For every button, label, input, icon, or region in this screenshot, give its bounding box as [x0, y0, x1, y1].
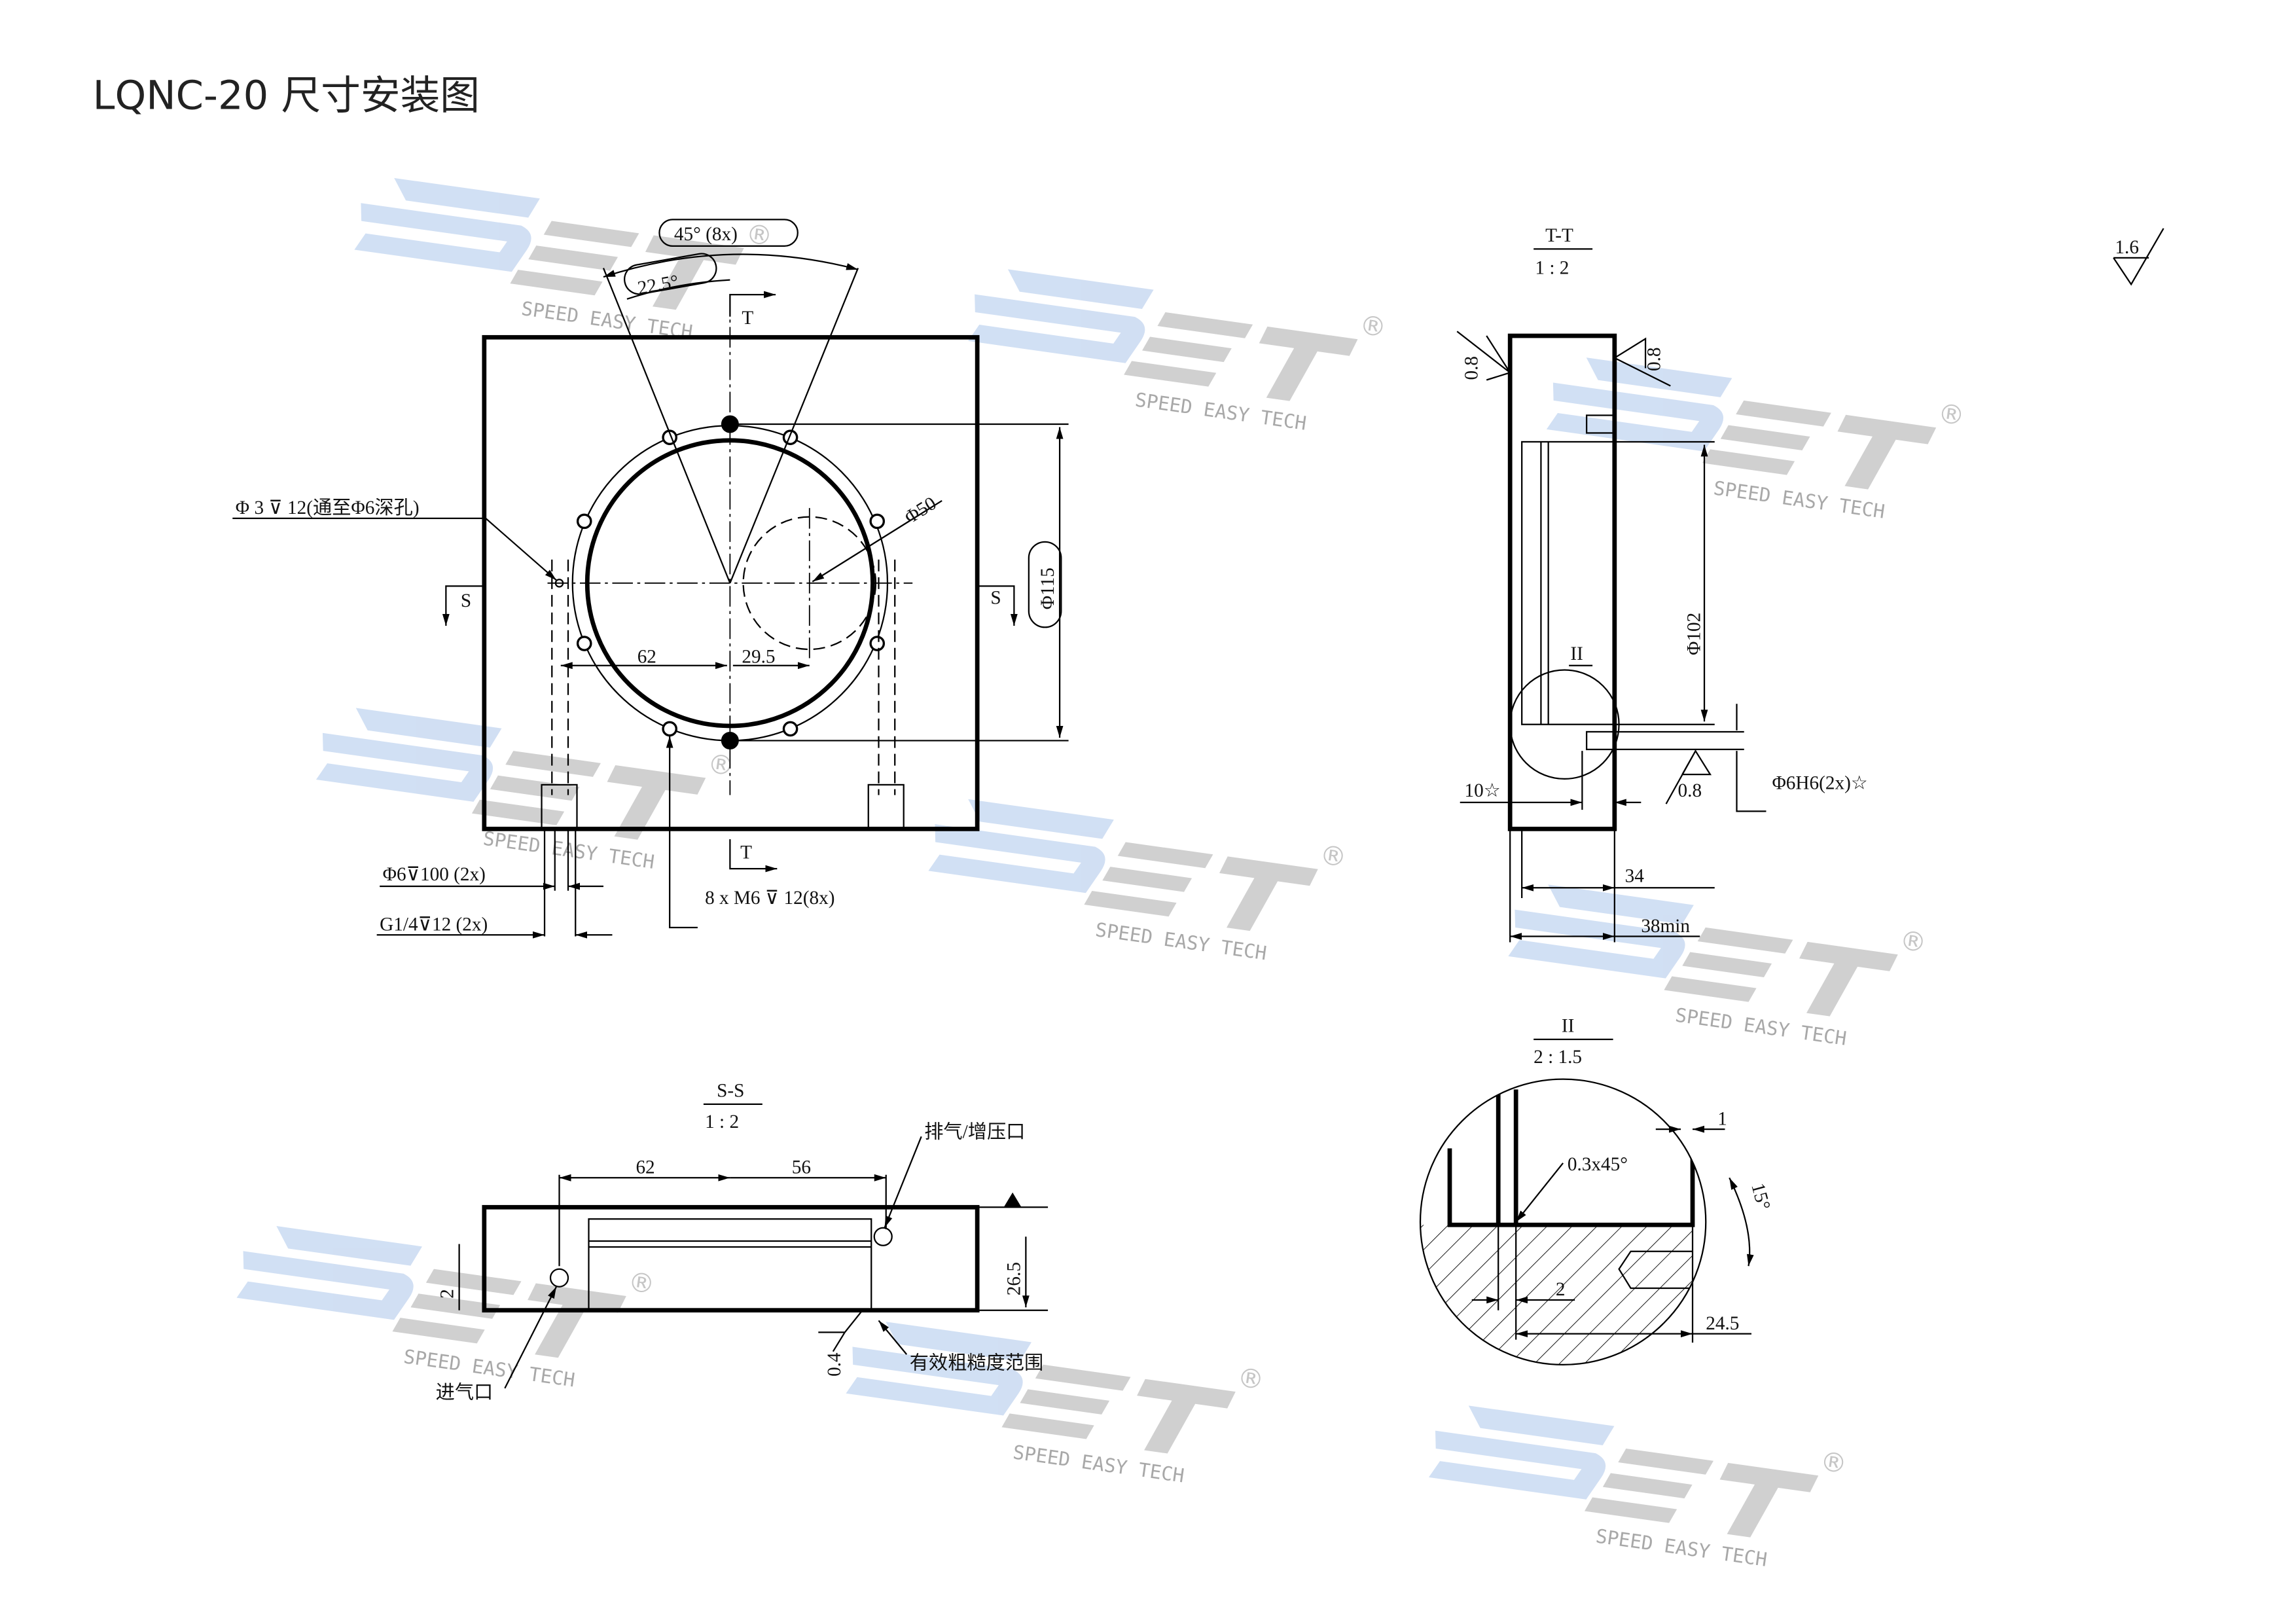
svg-text:®: ®: [1318, 839, 1349, 873]
dia-102-label: Φ102: [1683, 613, 1704, 655]
ss-view-scale: 1 : 2: [705, 1111, 739, 1132]
set-logo-watermark: ®SPEED EASY TECH: [968, 269, 1388, 435]
section-tt-view: T-T 1 : 2 0.8 0.8 Φ102 II 10☆ Φ6H6(2x)☆ …: [1456, 225, 1868, 943]
detail-chamfer: 0.3x45°: [1568, 1154, 1628, 1175]
general-roughness-value: 1.6: [2115, 237, 2139, 258]
svg-text:®: ®: [1357, 309, 1388, 344]
m6-thread-hole: [576, 636, 592, 651]
hole-callout: Φ 3 ⊽ 12(通至Φ6深孔): [236, 497, 420, 518]
section-t-top: T: [742, 308, 753, 329]
dim-29-5: 29.5: [742, 646, 775, 667]
plate-outline: [482, 334, 980, 831]
detail-angle-15: 15°: [1747, 1181, 1774, 1212]
general-roughness-symbol: 1.6: [2113, 228, 2164, 286]
page-title: LQNC-20 尺寸安装图: [93, 73, 480, 119]
m6-thread-hole: [869, 513, 886, 530]
dim-38min: 38min: [1641, 916, 1690, 937]
vent-hole: [554, 579, 564, 588]
dia-115-label: Φ115: [1037, 568, 1058, 609]
set-logo-watermark: ®SPEED EASY TECH: [1428, 1405, 1849, 1571]
angle-45-label-box: [658, 219, 798, 247]
set-logo-watermark: ®SPEED EASY TECH: [928, 799, 1349, 964]
svg-text:®: ®: [626, 1265, 657, 1300]
set-logo-watermark: ®SPEED EASY TECH: [236, 1226, 657, 1392]
dim-62: 62: [637, 646, 656, 667]
depth-10: 10☆: [1464, 780, 1500, 801]
detail-view-name: II: [1562, 1016, 1574, 1037]
angle-45-label: 45° (8x): [674, 224, 738, 245]
svg-text:®: ®: [706, 748, 736, 782]
m6-thread-hole: [576, 513, 592, 530]
detail-dim-24-5: 24.5: [1706, 1313, 1739, 1334]
set-logo-watermark: ®SPEED EASY TECH: [846, 1322, 1266, 1487]
m6-thread-hole: [782, 429, 798, 446]
ss-view-name: S-S: [717, 1081, 744, 1102]
port-callout-1: Φ6⊽100 (2x): [383, 864, 486, 885]
ss-dim-62: 62: [636, 1157, 655, 1178]
front-view: 45° (8x) 22.5° T T S S Φ115 Φ50 62 29.5 …: [232, 219, 1069, 939]
svg-text:®: ®: [744, 217, 775, 252]
m6-thread-hole: [662, 721, 677, 737]
detail-dim-1: 1: [1717, 1108, 1727, 1129]
watermark-layer: ®SPEED EASY TECH ®SPEED EASY TECH ®SPEED E…: [236, 177, 1967, 1571]
m6-thread-hole: [869, 636, 886, 651]
set-logo-watermark: ®SPEED EASY TECH: [1546, 357, 1967, 523]
dim-34: 34: [1625, 865, 1645, 886]
section-s-right: S: [990, 587, 1001, 608]
detail-ii-view: II 2 : 1.5 1 0.3x45° 15° 2 24.5: [1419, 1016, 1774, 1366]
detail-view-scale: 2 : 1.5: [1534, 1047, 1582, 1068]
inlet-port-label: 进气口: [436, 1382, 493, 1403]
tt-view-scale: 1 : 2: [1535, 258, 1569, 279]
m6-thread-hole: [782, 721, 798, 737]
ss-dim-56: 56: [792, 1157, 811, 1178]
ss-dim-26-5: 26.5: [1003, 1262, 1024, 1295]
section-s-left: S: [461, 590, 471, 611]
pin-hole-callout: Φ6H6(2x)☆: [1772, 773, 1868, 794]
pin-rough: 0.8: [1678, 780, 1702, 801]
tt-rough-right: 0.8: [1644, 347, 1665, 371]
exhaust-port-label: 排气/增压口: [924, 1121, 1025, 1143]
tt-rough-left: 0.8: [1462, 356, 1482, 380]
svg-text:®: ®: [1936, 397, 1967, 432]
tt-view-name: T-T: [1545, 225, 1573, 246]
set-logo-watermark: ®SPEED EASY TECH: [354, 177, 775, 343]
detail-ref: II: [1570, 643, 1583, 664]
svg-text:®: ®: [1818, 1445, 1849, 1480]
section-ss-view: S-S 1 : 2 62 56 26.5 2 0.4 排气/增压口 有效粗糙度范…: [436, 1081, 1049, 1403]
svg-text:®: ®: [1898, 924, 1929, 959]
svg-text:®: ®: [1236, 1362, 1266, 1396]
detail-dim-2: 2: [1556, 1279, 1566, 1300]
section-t-bottom: T: [740, 842, 752, 863]
ss-rough-04: 0.4: [824, 1352, 845, 1377]
ss-dim-2: 2: [437, 1289, 458, 1299]
port-callout-2: G1/4⊽12 (2x): [380, 914, 488, 935]
thread-callout: 8 x M6 ⊽ 12(8x): [705, 888, 834, 909]
effective-roughness-label: 有效粗糙度范围: [910, 1352, 1044, 1374]
